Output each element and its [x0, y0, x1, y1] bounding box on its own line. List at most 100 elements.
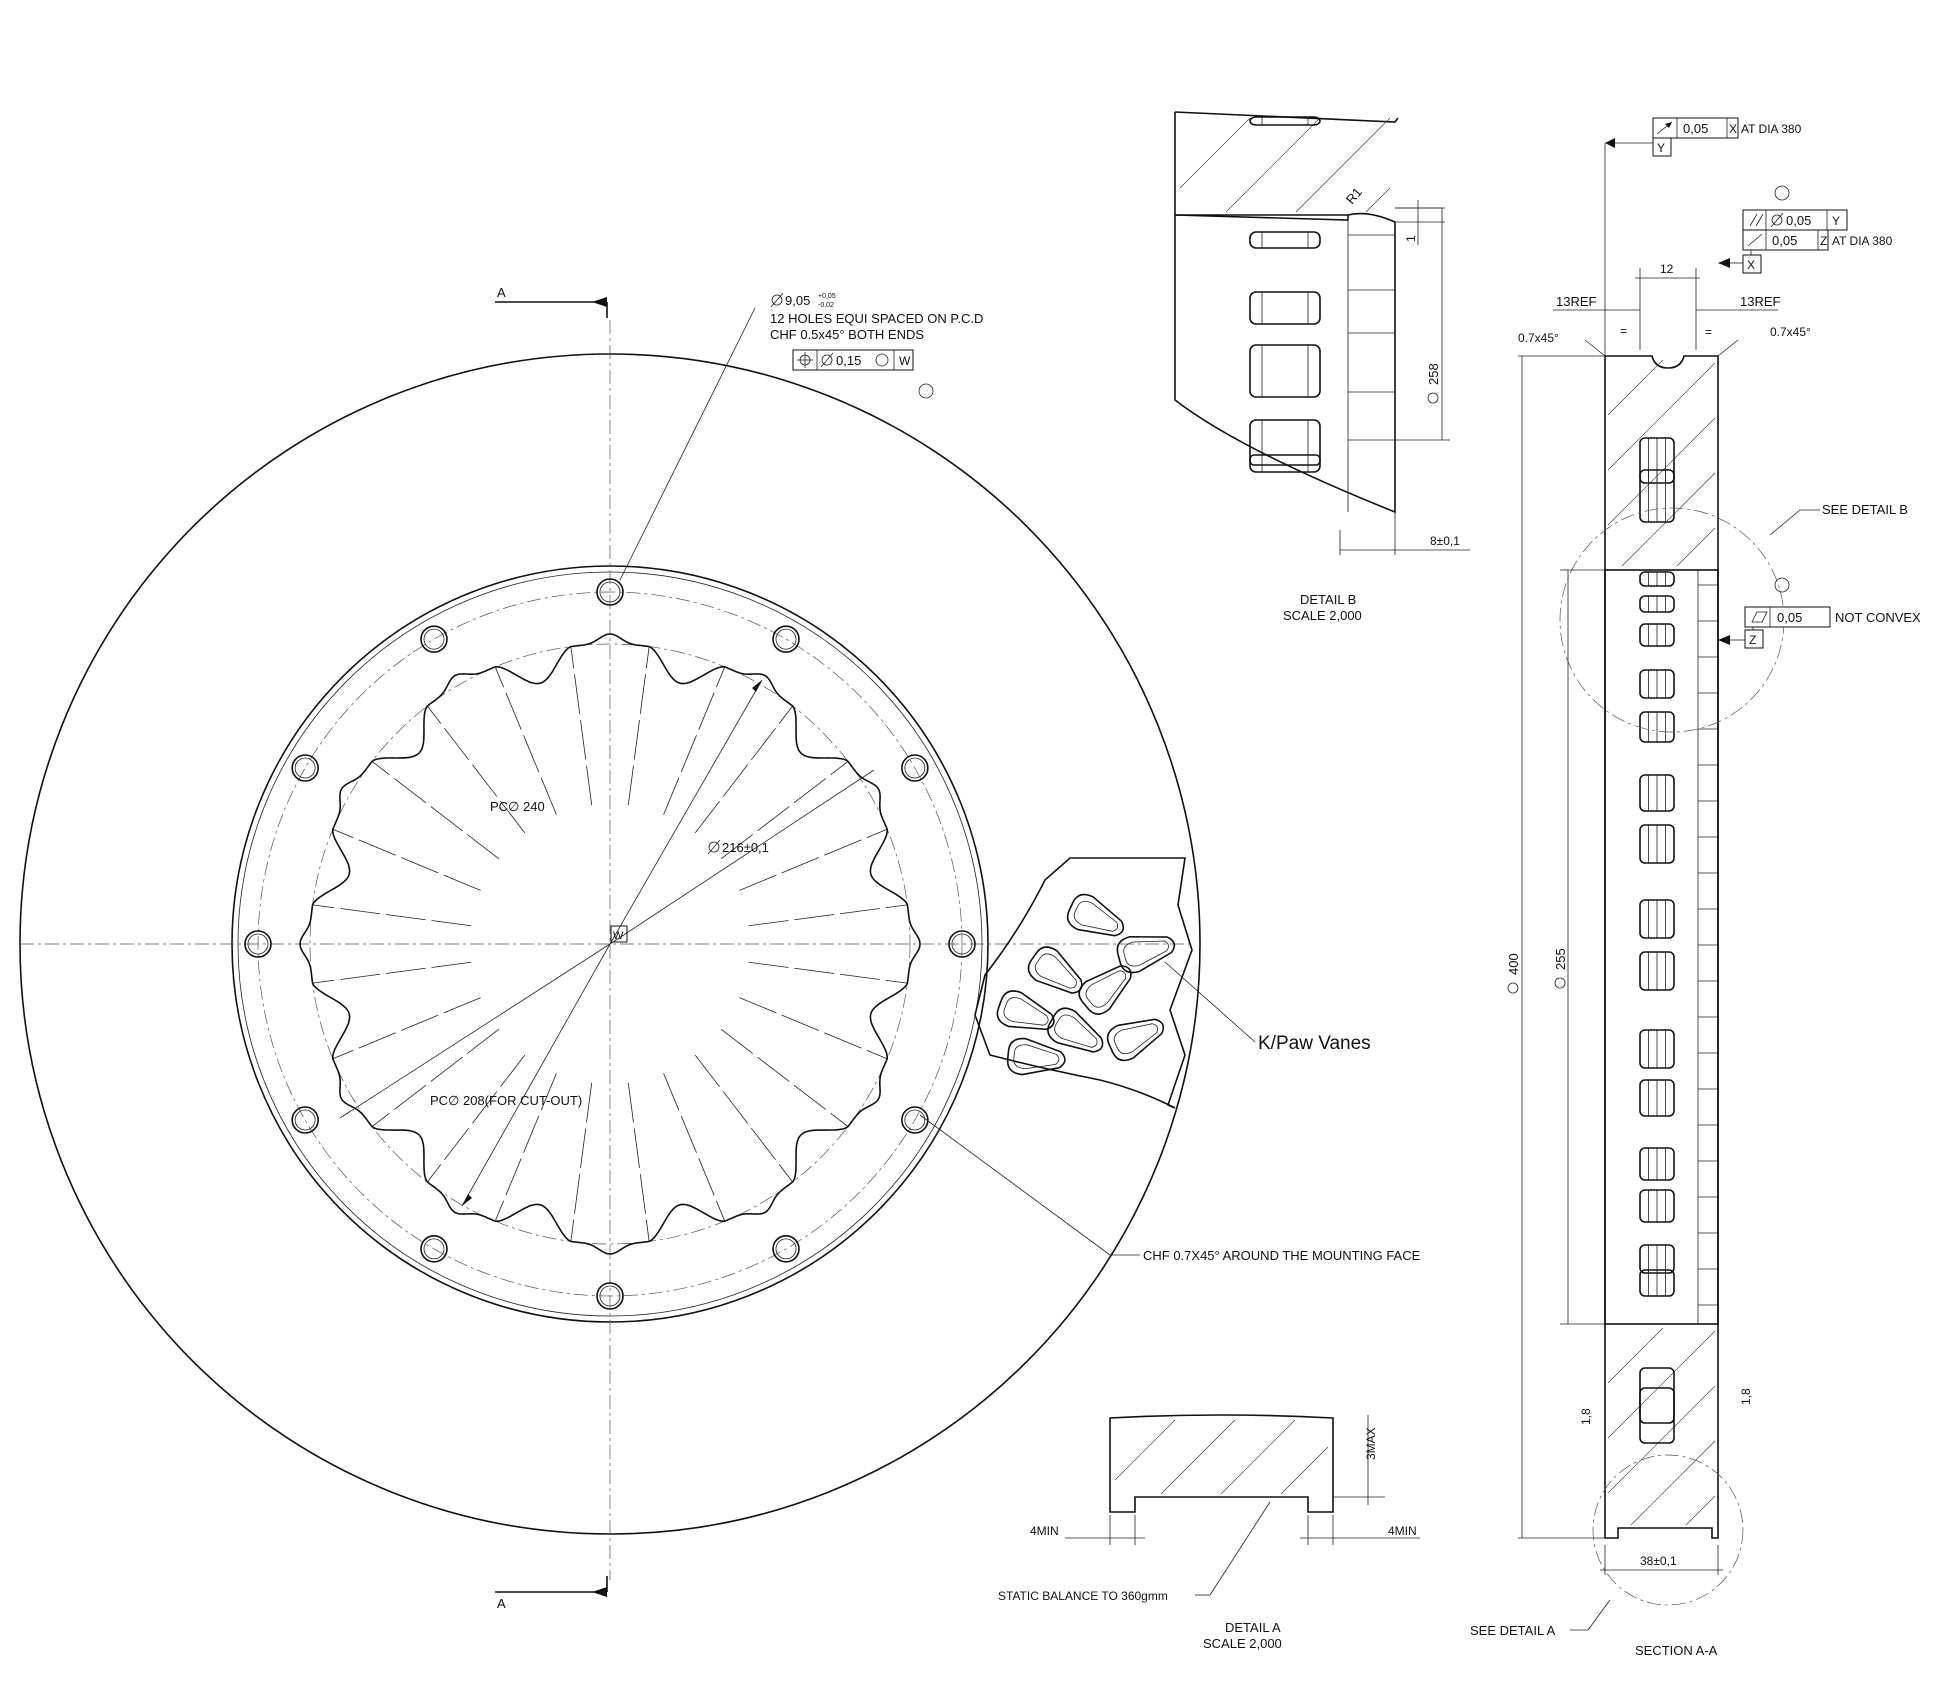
radial-line [663, 1073, 726, 1222]
dim-12: 12 [1660, 262, 1674, 276]
runout2-value: 0,05 [1772, 233, 1797, 248]
center-datum-box [610, 925, 628, 943]
radial-line [332, 828, 481, 891]
diameter-symbol-icon [1427, 392, 1439, 404]
bolt-hole [596, 1282, 624, 1310]
section-arrow-bottom-head [592, 1587, 607, 1597]
radial-line [312, 904, 472, 927]
bolt-hole-chamfer [294, 1109, 316, 1131]
mounting-cutout-profile [299, 633, 921, 1255]
bolt-hole [901, 754, 929, 782]
radial-line [494, 666, 557, 815]
dim-1-8-right: 1,8 [1739, 1388, 1753, 1405]
position-tol-value: 0,15 [836, 353, 861, 368]
eq-right: = [1705, 325, 1712, 339]
vane [1066, 893, 1125, 937]
pcd-208-label: PC∅ 208(FOR CUT-OUT) [430, 1093, 582, 1108]
section-title: SECTION A-A [1635, 1643, 1718, 1658]
section-label-top: A [497, 285, 506, 300]
radial-line [427, 1054, 526, 1183]
vane [1027, 946, 1083, 994]
detail-a-dim-4min-left: 4MIN [1030, 1524, 1059, 1538]
detail-a-dim-4min-right: 4MIN [1388, 1524, 1417, 1538]
hole-spec-dia: 9,05 [785, 293, 810, 308]
radial-line [748, 961, 908, 984]
bolt-hole-chamfer [423, 1238, 445, 1260]
radial-line [739, 828, 888, 891]
hole-spec-leader [619, 307, 756, 581]
chamfer-left: 0.7x45° [1518, 331, 1559, 345]
parallel-datum: Y [1832, 214, 1840, 228]
runout-arrow-icon [1747, 233, 1763, 247]
chamfer-right: 0.7x45° [1770, 325, 1811, 339]
diameter-symbol-icon [1554, 977, 1566, 989]
balance-leader [1209, 1501, 1271, 1596]
see-detail-a: SEE DETAIL A [1470, 1623, 1556, 1638]
bolt-hole [244, 930, 272, 958]
runout-datum: X [1729, 122, 1737, 136]
radial-construction-lines [312, 646, 908, 1242]
runout2-datum: Z [1820, 234, 1827, 248]
vane [1116, 935, 1176, 974]
bolt-hole [772, 625, 800, 653]
runout2-note: AT DIA 380 [1832, 234, 1893, 248]
bolt-hole-chamfer [775, 628, 797, 650]
radial-line [570, 646, 593, 806]
see-detail-b: SEE DETAIL B [1822, 502, 1908, 517]
vane [1106, 1018, 1165, 1062]
datum-y: Y [1657, 141, 1665, 155]
position-tolerance-frame: 0,15 W [792, 349, 914, 371]
radial-line [694, 705, 793, 834]
dim-1-8-left: 1,8 [1579, 1408, 1593, 1425]
bolt-hole [901, 1106, 929, 1134]
bolt-hole [772, 1235, 800, 1263]
mmc-circle-icon [875, 353, 889, 367]
bolt-holes [244, 578, 976, 1310]
chamfer-note: CHF 0.7X45° AROUND THE MOUNTING FACE [1143, 1248, 1421, 1263]
datum-x: X [1747, 258, 1755, 272]
radial-line [371, 1028, 500, 1127]
symbol-circle-icon [1774, 577, 1790, 593]
ref-left: 13REF [1556, 294, 1597, 309]
radial-line [694, 1054, 793, 1183]
flatness-icon [1751, 611, 1768, 623]
vane-slot [1249, 231, 1321, 249]
detail-b-radius: R1 [1343, 185, 1365, 207]
vane [1006, 1037, 1066, 1076]
section-label-bottom: A [497, 1596, 506, 1611]
vanes-leader [1164, 961, 1256, 1043]
hole-spec-line3: CHF 0.5x45° BOTH ENDS [770, 327, 924, 342]
bolt-hole-chamfer [904, 757, 926, 779]
hole-tol-lower: -0,02 [818, 302, 834, 309]
chamfer-leader [919, 1114, 1111, 1256]
pcd-208-circle [309, 643, 911, 1245]
dia-255: 255 [1553, 948, 1568, 970]
radial-line [663, 666, 726, 815]
radial-line [371, 761, 500, 860]
diameter-symbol-icon [1507, 982, 1519, 994]
bolt-hole-chamfer [775, 1238, 797, 1260]
detail-a-title: DETAIL A [1225, 1620, 1281, 1635]
radial-line [312, 961, 472, 984]
radial-line [627, 646, 650, 806]
hole-spec-line2: 12 HOLES EQUI SPACED ON P.C.D [770, 311, 983, 326]
pcd-240-label: PC∅ 240 [490, 799, 545, 814]
bolt-hole-chamfer [423, 628, 445, 650]
radial-line [570, 1082, 593, 1242]
flat-note: NOT CONVEX [1835, 610, 1921, 625]
radial-line [332, 997, 481, 1060]
parallel-value: 0,05 [1786, 213, 1811, 228]
pcd-208-leader [339, 943, 611, 1119]
runout-note: AT DIA 380 [1741, 122, 1802, 136]
vane [1078, 965, 1132, 1015]
detail-a: 3MAX 4MIN 4MIN STATIC BALANCE TO 360gmm … [998, 1414, 1420, 1651]
flat-value: 0,05 [1777, 610, 1802, 625]
dia-216-leader [609, 679, 763, 945]
bolt-hole-chamfer [599, 1285, 621, 1307]
bolt-hole-chamfer [904, 1109, 926, 1131]
detail-b: R1 1 258 8±0,1 DETAIL B SCALE 2,000 [1174, 111, 1470, 623]
bolt-hole [291, 754, 319, 782]
vane-slot [1249, 419, 1321, 473]
radial-line [739, 997, 888, 1060]
